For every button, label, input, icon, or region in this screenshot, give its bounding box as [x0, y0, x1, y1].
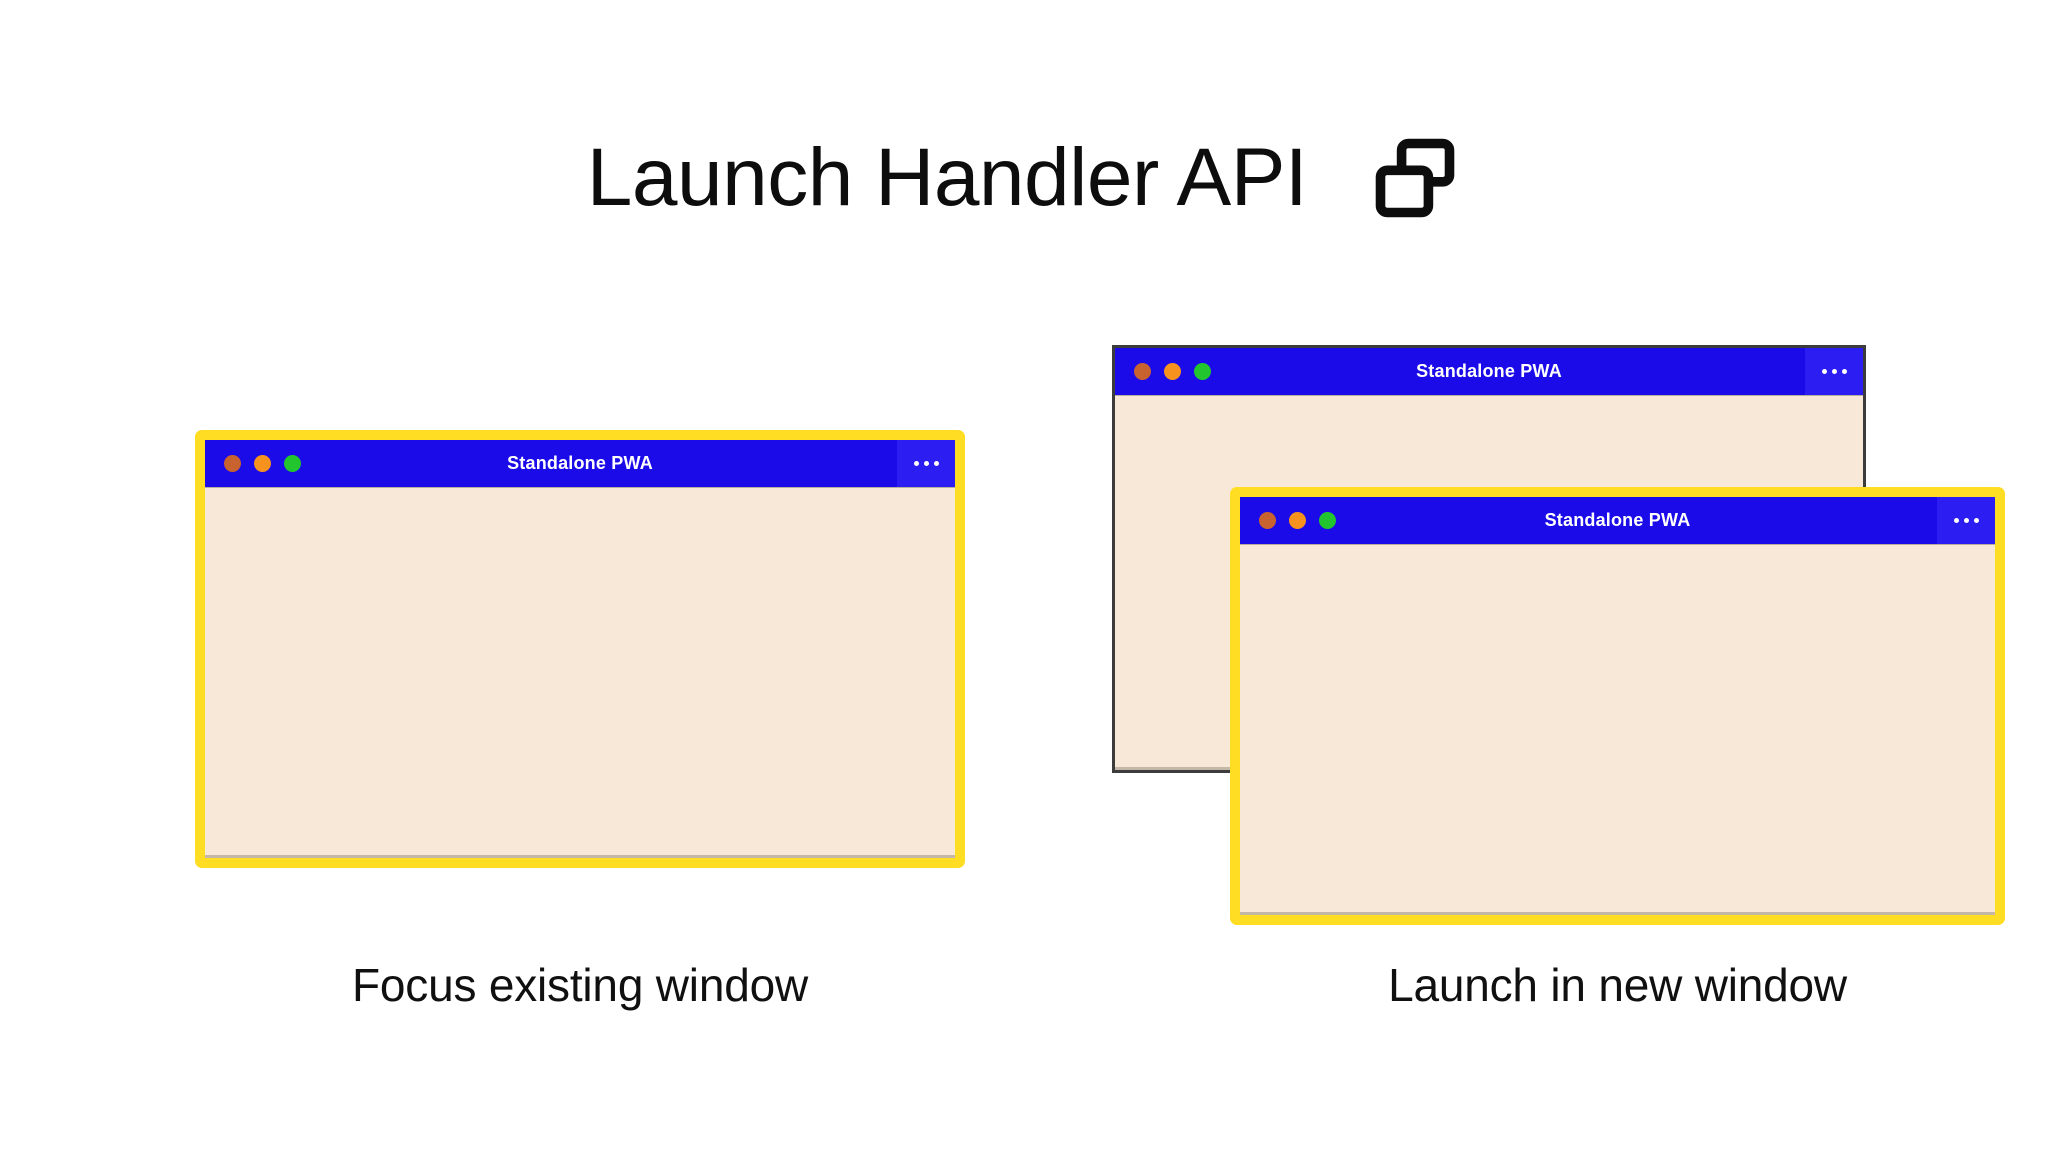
page-header: Launch Handler API [0, 118, 2048, 238]
ellipsis-dot [923, 461, 929, 466]
window-inner: Standalone PWA [1240, 497, 1995, 915]
traffic-lights [205, 455, 301, 472]
ellipsis-dot [1831, 369, 1837, 374]
windows-overlap-icon [1369, 132, 1461, 224]
window-content-area [1240, 544, 1995, 915]
ellipsis-dot [913, 461, 919, 466]
window-content-area [205, 487, 955, 858]
traffic-lights [1240, 512, 1336, 529]
page-title: Launch Handler API [586, 132, 1308, 223]
minimize-button-dot[interactable] [1164, 363, 1181, 380]
window-title-text: Standalone PWA [507, 453, 653, 473]
window-title-text: Standalone PWA [1544, 510, 1691, 530]
maximize-button-dot[interactable] [1194, 363, 1211, 380]
window-title-text: Standalone PWA [1416, 361, 1562, 381]
window-titlebar[interactable]: Standalone PWA [1240, 497, 1995, 544]
close-button-dot[interactable] [1134, 363, 1151, 380]
ellipsis-dot [1821, 369, 1827, 374]
window-focus-existing[interactable]: Standalone PWA [195, 430, 965, 868]
ellipsis-dot [1841, 369, 1847, 374]
ellipsis-dot [1953, 518, 1959, 523]
ellipsis-dot [1963, 518, 1969, 523]
minimize-button-dot[interactable] [1289, 512, 1306, 529]
close-button-dot[interactable] [1259, 512, 1276, 529]
close-button-dot[interactable] [224, 455, 241, 472]
window-launch-new[interactable]: Standalone PWA [1230, 487, 2005, 925]
caption-focus-existing-window: Focus existing window [351, 959, 808, 1011]
caption-launch-in-new-window: Launch in new window [1388, 959, 1847, 1011]
window-titlebar[interactable]: Standalone PWA [205, 440, 955, 487]
ellipsis-icon[interactable] [1937, 497, 1995, 544]
minimize-button-dot[interactable] [254, 455, 271, 472]
ellipsis-icon[interactable] [897, 440, 955, 487]
window-titlebar[interactable]: Standalone PWA [1115, 348, 1863, 395]
ellipsis-dot [1973, 518, 1979, 523]
maximize-button-dot[interactable] [284, 455, 301, 472]
ellipsis-dot [933, 461, 939, 466]
window-inner: Standalone PWA [205, 440, 955, 858]
ellipsis-icon[interactable] [1805, 348, 1863, 395]
traffic-lights [1115, 363, 1211, 380]
maximize-button-dot[interactable] [1319, 512, 1336, 529]
